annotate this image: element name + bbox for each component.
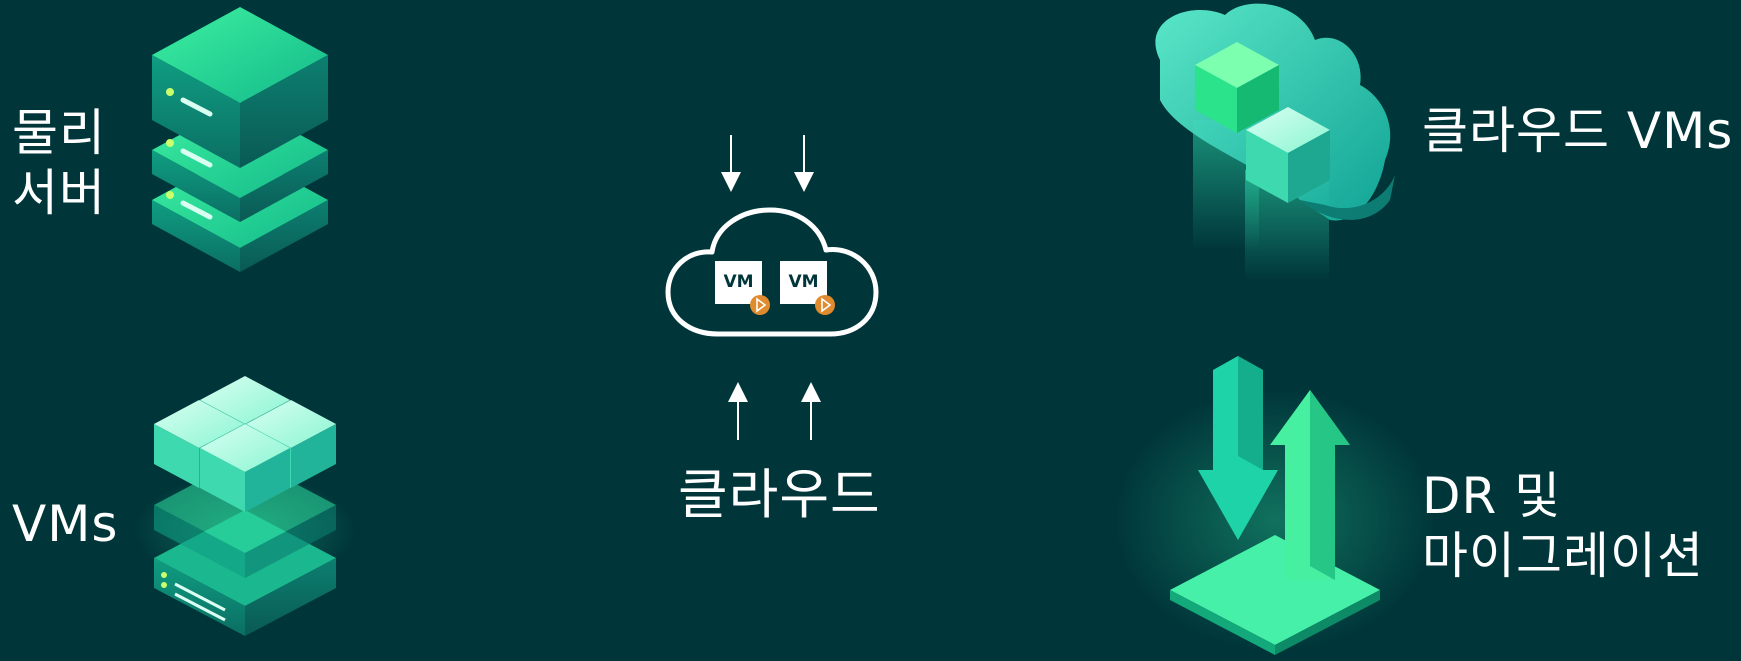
play-icon xyxy=(750,295,770,315)
vm-badge-2 xyxy=(780,261,827,304)
physical-servers-label: 물리 서버 xyxy=(12,103,106,223)
vm-badge-1-label: VM xyxy=(723,272,754,292)
vm-badge-2-label: VM xyxy=(788,272,819,292)
cloud-vms-icon xyxy=(1155,3,1395,280)
vms-label: VMs xyxy=(12,494,118,554)
physical-servers-label-line2: 서버 xyxy=(12,164,106,222)
dr-migration-label-line2: 마이그레이션 xyxy=(1422,527,1704,585)
central-cloud-icon xyxy=(665,207,879,337)
cloud-vms-label: 클라우드 VMs xyxy=(1422,101,1733,161)
cloud-vms-label-text: 클라우드 VMs xyxy=(1422,102,1734,160)
connector-vms-to-cloud xyxy=(400,382,748,441)
connector-physical-to-cloud xyxy=(405,134,741,192)
cloud-label-text: 클라우드 xyxy=(678,463,881,526)
vm-badge-1 xyxy=(715,261,762,304)
dr-migration-icon xyxy=(1115,356,1435,655)
physical-servers-label-line1: 물리 xyxy=(12,104,106,162)
dr-migration-label: DR 및 마이그레이션 xyxy=(1422,466,1704,586)
dr-migration-label-line1: DR 및 xyxy=(1422,467,1562,525)
play-icon xyxy=(815,295,835,315)
cloud-label: 클라우드 xyxy=(678,465,881,525)
virtual-machines-icon xyxy=(135,376,355,636)
physical-server-icon xyxy=(152,7,328,272)
vms-label-text: VMs xyxy=(12,495,119,553)
connector-cloud-vms-to-cloud xyxy=(794,134,1145,192)
connector-dr-to-cloud xyxy=(801,382,1148,441)
